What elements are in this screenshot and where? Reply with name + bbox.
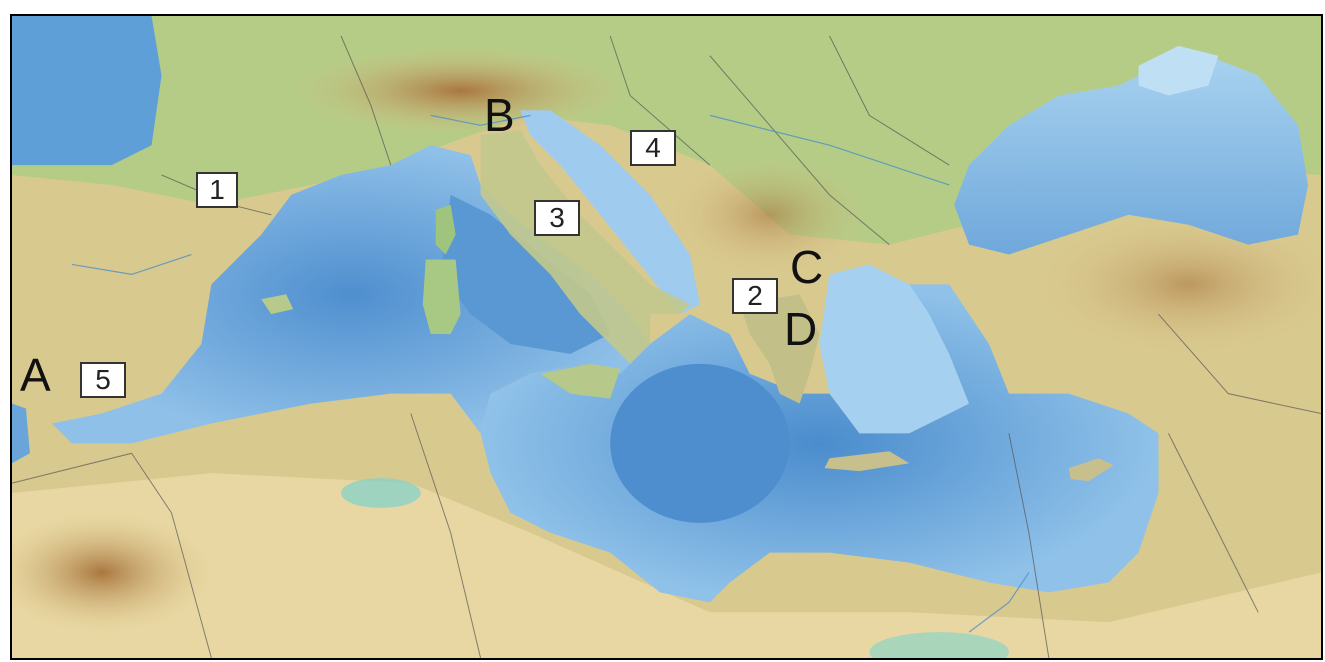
southern-desert: [12, 473, 1321, 658]
tyrrhenian-sea: [440, 194, 611, 354]
map-label-d: D: [784, 303, 818, 355]
corsica: [435, 204, 456, 255]
greece-peninsula: [739, 294, 820, 404]
sea-of-azov: [1138, 45, 1219, 96]
ionian-deep: [610, 363, 790, 523]
balkan-highlands: [669, 155, 870, 275]
mediterranean-relief-map: [12, 16, 1321, 658]
aegean-sea: [819, 264, 970, 434]
cyprus: [1068, 458, 1114, 482]
rivers: [71, 114, 1030, 633]
map-box-5: 5: [80, 362, 126, 398]
map-box-1: 1: [196, 172, 238, 208]
map-label-c: C: [790, 241, 824, 293]
map-label-b: B: [484, 89, 515, 141]
map-box-4: 4: [630, 130, 676, 166]
sardinia: [422, 259, 461, 335]
sahara-oasis: [340, 478, 421, 508]
atlantic-west: [12, 403, 30, 464]
crete: [824, 451, 910, 472]
eastern-mediterranean: [480, 284, 1159, 603]
bay-of-biscay: [12, 16, 162, 166]
adriatic-sea: [520, 110, 700, 315]
map-box-2: 2: [732, 278, 778, 314]
country-borders: [12, 35, 1321, 658]
black-sea: [954, 55, 1309, 255]
italy-peninsula: [480, 130, 690, 364]
libya-oasis: [869, 632, 1009, 658]
sicily: [540, 363, 621, 399]
balearic-islands: [261, 294, 294, 315]
map-frame: A B C D 1 2 3 4 5: [10, 14, 1323, 660]
anatolia-highlands: [1038, 214, 1321, 354]
atlas-mountains: [12, 512, 212, 633]
map-label-a: A: [20, 349, 51, 401]
map-box-3: 3: [534, 200, 580, 236]
